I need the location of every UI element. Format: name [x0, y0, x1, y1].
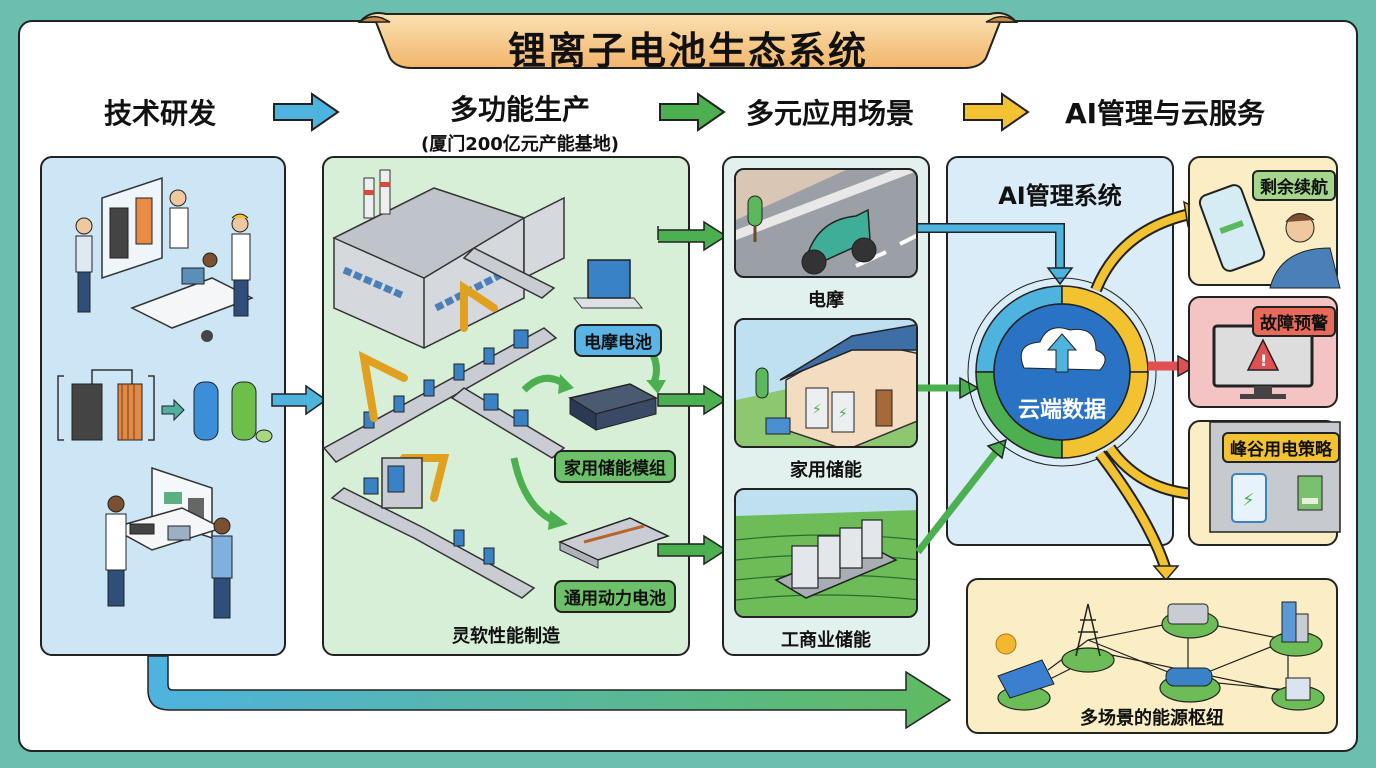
conveyor-belts-icon — [322, 247, 566, 599]
power-battery-pack-icon — [558, 517, 670, 569]
lab-team-icon — [75, 176, 254, 342]
service-label-range: 剩余续航 — [1252, 170, 1336, 201]
fault-monitor-illustration: ! — [1212, 324, 1314, 399]
stage-heading-production-sub: (厦门200亿元产能基地) — [420, 134, 620, 155]
service-card-fault: ! 故障预警 — [1188, 296, 1338, 408]
container-storage-icon — [791, 519, 883, 589]
application-label-home-storage: 家用储能 — [790, 460, 862, 481]
service-label-peak: 峰谷用电策略 — [1222, 432, 1340, 463]
battery-device-icon — [1231, 473, 1267, 523]
stage-heading-rd: 技术研发 — [103, 97, 216, 130]
rd-to-production-arrow — [271, 384, 328, 416]
flow-arrowhead-2 — [558, 374, 574, 394]
stage-heading-production: 多功能生产 (厦门200亿元产能基地) — [370, 88, 670, 156]
inspection-station-icon — [381, 457, 423, 509]
connector-emoto — [918, 224, 1064, 270]
stage-arrow-yellow — [963, 92, 1030, 132]
storage-cabinet-icon — [805, 387, 829, 429]
factory-illustration — [322, 169, 670, 599]
connector-outline-emoto — [918, 223, 1065, 270]
connector-commercial-storage — [915, 449, 999, 555]
page-title: 锂离子电池生态系统 — [507, 29, 868, 73]
application-label-emoto: 电摩 — [808, 290, 844, 311]
battery-testing-icon — [105, 466, 233, 619]
arrow-to-home-storage — [657, 384, 728, 416]
energy-network-illustration — [995, 601, 1325, 711]
scooter-icon — [805, 208, 871, 261]
rd-to-energy-hub-arrow — [147, 655, 952, 730]
stage-arrow-blue — [273, 92, 340, 132]
production-panel: 电摩电池 家用储能模组 通用动力电池 灵软性能制造 — [322, 156, 690, 656]
svg-text:⚡: ⚡ — [1242, 490, 1255, 511]
title-banner: 锂离子电池生态系统 — [357, 8, 1019, 73]
ai-system-title: AI管理系统 — [998, 182, 1122, 210]
stage-heading-applications: 多元应用场景 — [745, 97, 914, 130]
home-storage-scene: ⚡ ⚡ — [736, 323, 916, 446]
hub-label: 云端数据 — [1017, 398, 1106, 423]
service-card-range: 剩余续航 — [1188, 156, 1341, 289]
commercial-storage-scene — [736, 510, 916, 616]
energy-hub-caption: 多场景的能源枢纽 — [1080, 708, 1224, 729]
range-phone-illustration — [1198, 184, 1341, 289]
solar-panel-icon — [997, 659, 1055, 699]
scene-home-storage: ⚡ ⚡ — [734, 318, 918, 448]
emoto-scooter-scene — [736, 170, 916, 275]
flow-arrowhead-1 — [646, 380, 666, 394]
connector-to-range — [1092, 210, 1191, 292]
arrow-to-commercial-storage — [657, 534, 728, 566]
banner-ribbon-shape — [357, 12, 1019, 69]
svg-text:⚡: ⚡ — [812, 402, 822, 418]
stage-arrow-green — [659, 92, 726, 132]
svg-text:⚡: ⚡ — [838, 406, 848, 422]
product-tag-emoto-battery: 电摩电池 — [574, 324, 662, 357]
meter-icon — [1297, 475, 1323, 511]
application-label-commercial-storage: 工商业储能 — [781, 630, 871, 651]
warning-icon — [1246, 338, 1280, 371]
truck-icon — [1167, 603, 1209, 625]
emoto-battery-icon — [572, 259, 644, 309]
stage-heading-production-label: 多功能生产 — [449, 93, 590, 126]
battery-cell-diagram-icon — [57, 369, 273, 443]
service-label-fault: 故障预警 — [1252, 306, 1336, 337]
product-tag-power-battery: 通用动力电池 — [554, 580, 676, 613]
power-tower-icon — [1075, 603, 1101, 657]
sun-icon — [995, 633, 1017, 655]
rd-illustration — [57, 176, 273, 619]
production-to-application-arrows — [657, 220, 728, 566]
connector-to-energy-hub — [1096, 451, 1170, 572]
scene-commercial-storage — [734, 488, 918, 618]
cloud-data-hub — [967, 277, 1157, 467]
product-tag-home-storage-module: 家用储能模组 — [554, 450, 676, 483]
stage-heading-ai: AI管理与云服务 — [1064, 97, 1266, 130]
energy-hub-panel: 多场景的能源枢纽 — [966, 578, 1338, 734]
production-caption: 灵软性能制造 — [452, 626, 560, 647]
home-storage-module-icon — [568, 383, 659, 431]
service-card-peak: ⚡ 峰谷用电策略 — [1188, 420, 1341, 546]
factory-icon — [332, 169, 565, 349]
connector-to-peak — [1106, 445, 1195, 498]
store-building-icon — [1285, 677, 1311, 701]
applications-panel: 电摩 ⚡ ⚡ 家用储能 工商业储能 — [722, 156, 930, 656]
scene-emoto — [734, 168, 918, 278]
svg-text:!: ! — [1260, 351, 1267, 370]
flow-arrowhead-3 — [548, 510, 568, 530]
office-building-icon — [1281, 601, 1297, 643]
car-icon — [1165, 667, 1213, 687]
